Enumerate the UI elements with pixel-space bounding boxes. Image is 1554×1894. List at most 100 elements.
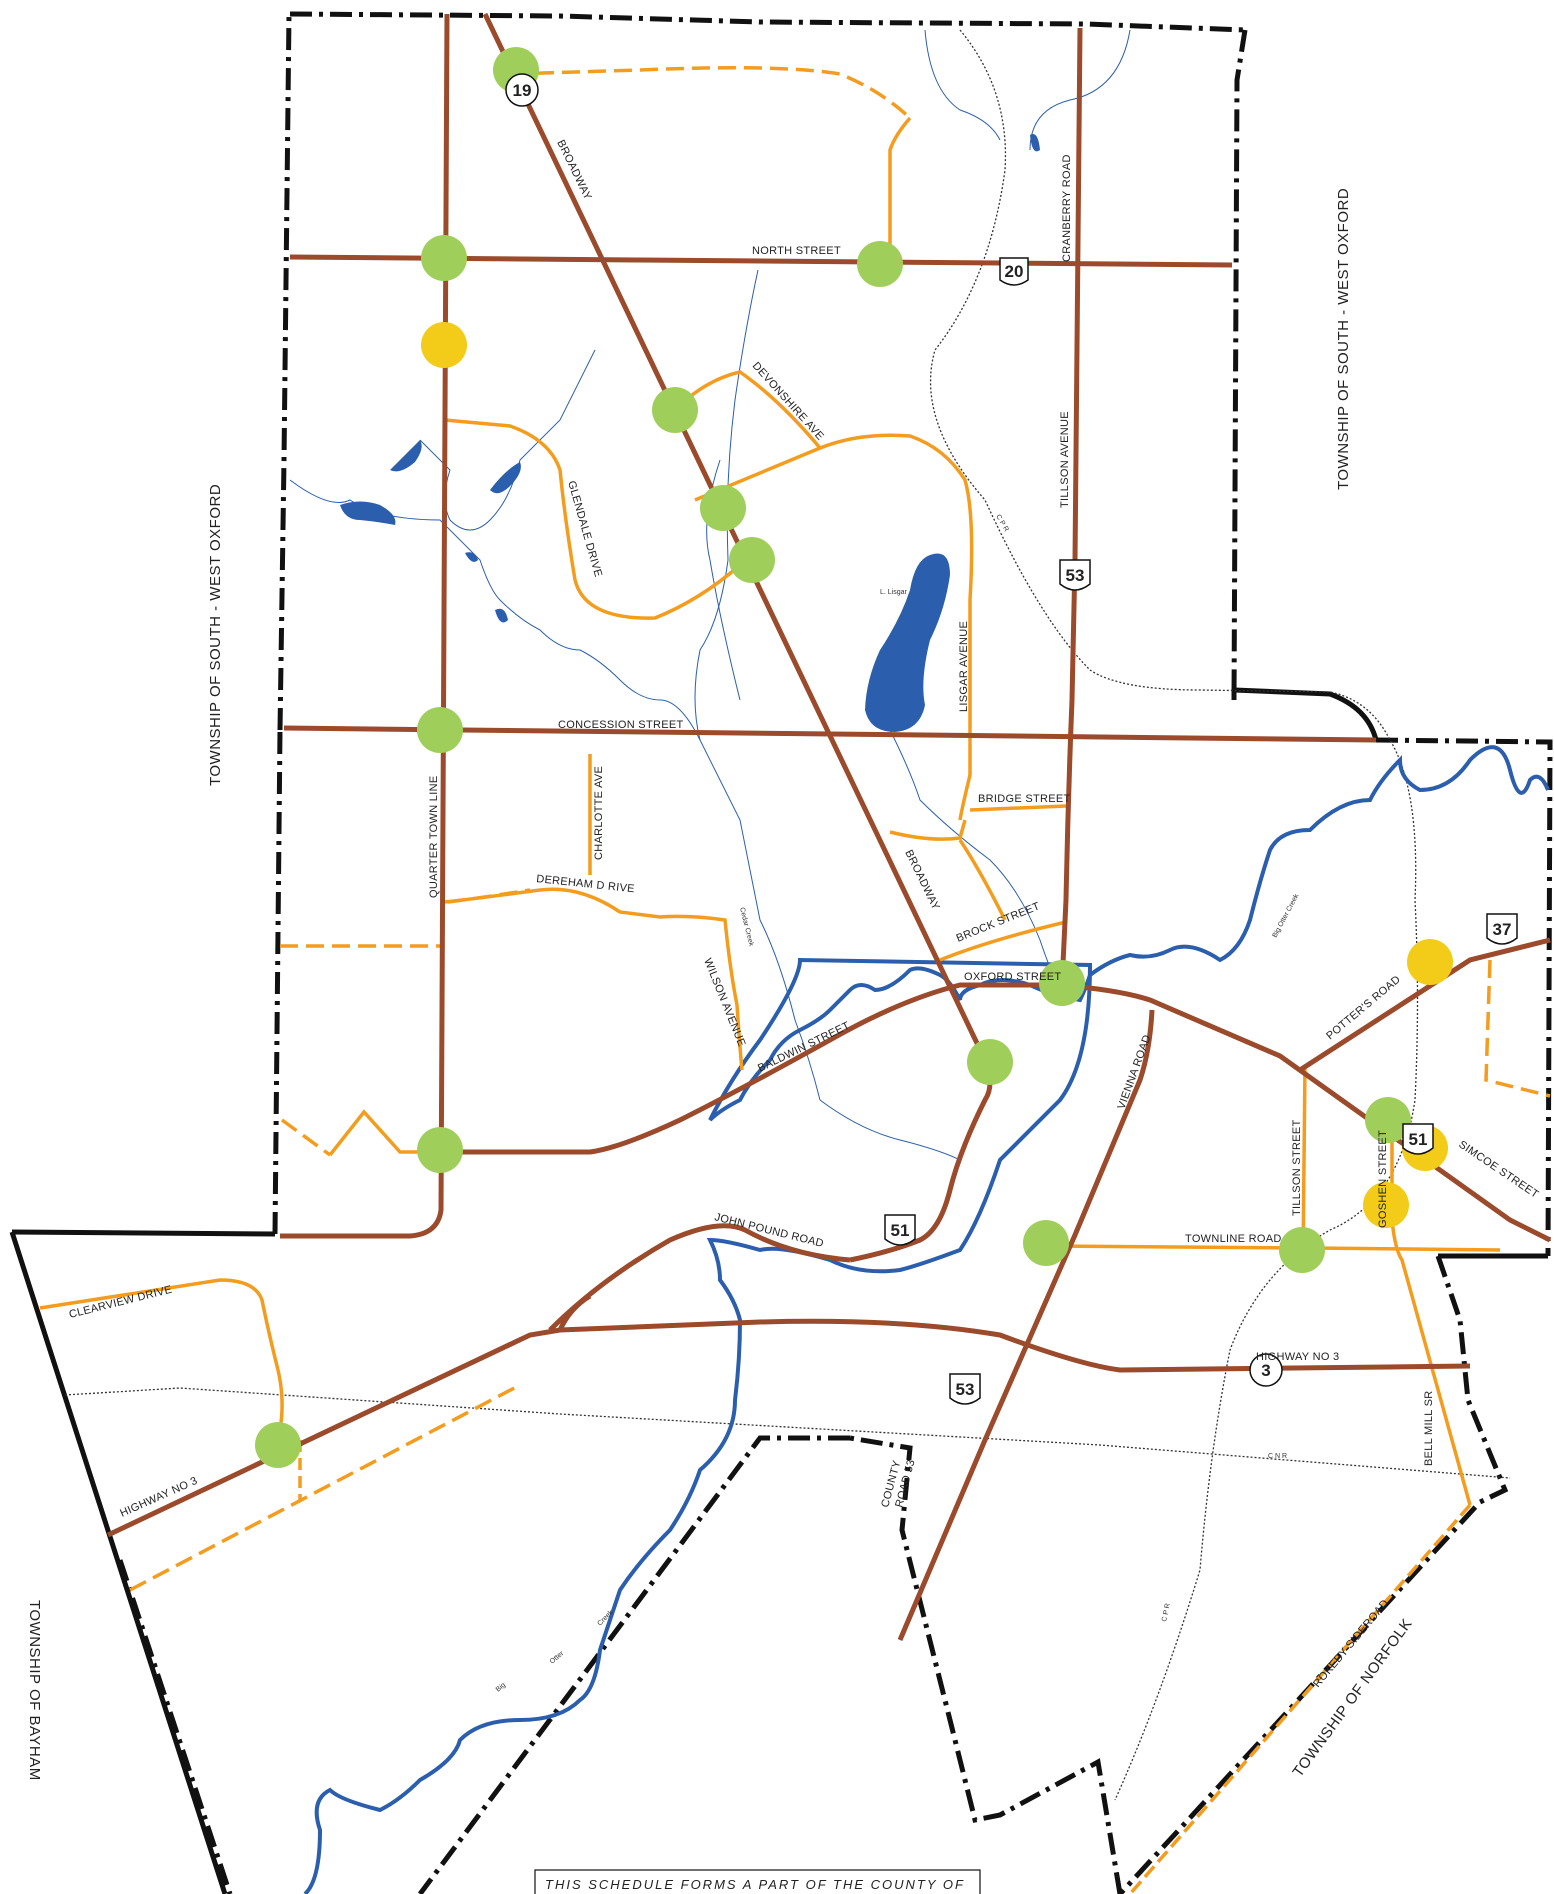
big-otter-creek <box>303 745 1550 1894</box>
southwest-dash-road <box>129 1383 521 1592</box>
node-green <box>1279 1227 1325 1273</box>
shield-53-north-icon: 53 <box>1059 559 1091 591</box>
vienna-road-road <box>897 1009 1155 1641</box>
municipal-boundary <box>9 11 1553 1894</box>
label-goshen-street: GOSHEN STREET <box>1377 1130 1389 1228</box>
devonshire-east-road <box>819 433 974 821</box>
shield-37-icon: 37 <box>1486 913 1518 945</box>
schedule-note-text: THIS SCHEDULE FORMS A PART OF THE COUNTY… <box>545 1877 965 1892</box>
node-green <box>255 1422 301 1468</box>
label-devonshire-ave: DEVONSHIRE AVE <box>750 360 826 443</box>
boundary-west-mid <box>272 729 283 1235</box>
highway-3-link-road <box>557 1293 592 1332</box>
tillson-avenue-road <box>1059 27 1083 986</box>
shield-20-number: 20 <box>1005 262 1024 281</box>
shield-20-icon: 20 <box>999 257 1029 286</box>
boundary-east-mid <box>1375 737 1553 1257</box>
shield-51-south-icon: 51 <box>884 1214 916 1246</box>
clearview-drive-road <box>39 1278 284 1431</box>
pond-6 <box>1030 134 1040 152</box>
label-cnr: C N R <box>1268 1453 1287 1460</box>
label-township-sw-oxford-right: TOWNSHIP OF SOUTH - WEST OXFORD <box>1335 188 1352 490</box>
label-quarter-town-line: QUARTER TOWN LINE <box>428 776 440 898</box>
brock-street-road <box>939 920 1067 962</box>
pond-4 <box>465 552 478 562</box>
quarter-town-line-road <box>280 13 450 1239</box>
label-north-street: NORTH STREET <box>752 245 841 257</box>
pond-2 <box>390 440 422 472</box>
label-bell-mill-sr: BELL MILL SR <box>1423 1390 1435 1466</box>
label-lisgar-avenue: LISGAR AVENUE <box>958 621 970 712</box>
node-green <box>857 241 903 287</box>
label-oxford-street: OXFORD STREET <box>964 971 1061 983</box>
node-yellow <box>421 322 467 368</box>
boundary-west-upper <box>277 13 292 731</box>
broadway-road <box>482 12 993 1263</box>
route-shields: 19 20 53 37 51 51 3 53 <box>505 73 1518 1405</box>
shield-37-number: 37 <box>1493 920 1512 939</box>
lisgar-inflow <box>889 729 1061 991</box>
rokeby-sideroad-road <box>1128 1503 1472 1894</box>
shield-53-south-icon: 53 <box>949 1373 981 1405</box>
label-charlotte-ave: CHARLOTTE AVE <box>593 766 605 860</box>
label-lake-lisgar: L. Lisgar <box>880 589 908 596</box>
boundary-southeast <box>1118 1255 1509 1894</box>
pond-3 <box>490 462 521 494</box>
label-tillson-street: TILLSON STREET <box>1291 1120 1303 1217</box>
node-green <box>729 537 775 583</box>
bridge-loop-road <box>889 819 967 841</box>
railways <box>64 29 1511 1801</box>
shield-51-south-number: 51 <box>891 1221 910 1240</box>
label-big-otter-south-a: Big <box>495 1682 507 1694</box>
shield-51-east-icon: 51 <box>1402 1123 1434 1155</box>
boundary-east-upper <box>1231 29 1248 701</box>
east-dash-road <box>1484 959 1551 1098</box>
stream-north <box>419 349 596 531</box>
highway-3-road <box>106 1318 1471 1538</box>
bridge-street-road <box>969 804 1067 812</box>
shield-53-north-number: 53 <box>1066 566 1085 585</box>
boundary-west-lower-dash <box>117 1559 233 1894</box>
shield-3-icon: 3 <box>1249 1353 1283 1387</box>
north-street-road <box>289 254 1233 268</box>
node-green <box>417 707 463 753</box>
lake-lisgar <box>865 553 950 732</box>
node-yellow <box>1407 939 1453 985</box>
boundary-north <box>289 11 1246 33</box>
node-yellow <box>1363 1182 1409 1228</box>
label-townline-road: TOWNLINE ROAD <box>1185 1233 1282 1245</box>
label-wilson-avenue: WILSON AVENUE <box>701 957 747 1049</box>
lakes <box>340 134 1040 732</box>
north-loop-road-solid <box>888 116 912 262</box>
dereham-drive-road <box>444 887 744 1071</box>
boundary-southwest <box>417 1435 850 1894</box>
label-township-bayham: TOWNSHIP OF BAYHAM <box>26 1600 43 1781</box>
node-green <box>652 387 698 433</box>
oxford-creek <box>924 29 1131 151</box>
node-green <box>700 485 746 531</box>
label-vienna-road: VIENNA ROAD <box>1116 1033 1154 1111</box>
potters-road <box>1298 937 1551 1073</box>
node-green <box>1039 960 1085 1006</box>
label-tillson-avenue: TILLSON AVENUE <box>1059 411 1071 508</box>
node-green <box>417 1127 463 1173</box>
arterial-roads <box>106 12 1552 1641</box>
shield-19-icon: 19 <box>505 73 539 107</box>
north-loop-road <box>509 66 912 120</box>
pond-1 <box>340 501 396 525</box>
shield-3-number: 3 <box>1261 1361 1270 1380</box>
label-highway-3-east: HIGHWAY NO 3 <box>1256 1351 1339 1363</box>
intersection-nodes <box>255 47 1453 1468</box>
concession-street-road <box>283 725 1377 743</box>
west-zigzag-road <box>280 1118 332 1157</box>
label-rokeby-sideroad: ROKEBY SIDEROAD <box>1311 1597 1391 1689</box>
label-cpr-south: C P R <box>1161 1603 1172 1623</box>
john-pound-road-road <box>548 1223 851 1332</box>
label-township-sw-oxford-left: TOWNSHIP OF SOUTH - WEST OXFORD <box>207 484 224 786</box>
label-cranberry-road: CRANBERRY ROAD <box>1061 154 1073 262</box>
label-dereham-drive: DEREHAM D RIVE <box>536 873 636 895</box>
pond-5 <box>495 608 508 623</box>
lisgar-link-road <box>958 839 1007 921</box>
label-big-otter-south-b: Otter <box>549 1650 566 1666</box>
